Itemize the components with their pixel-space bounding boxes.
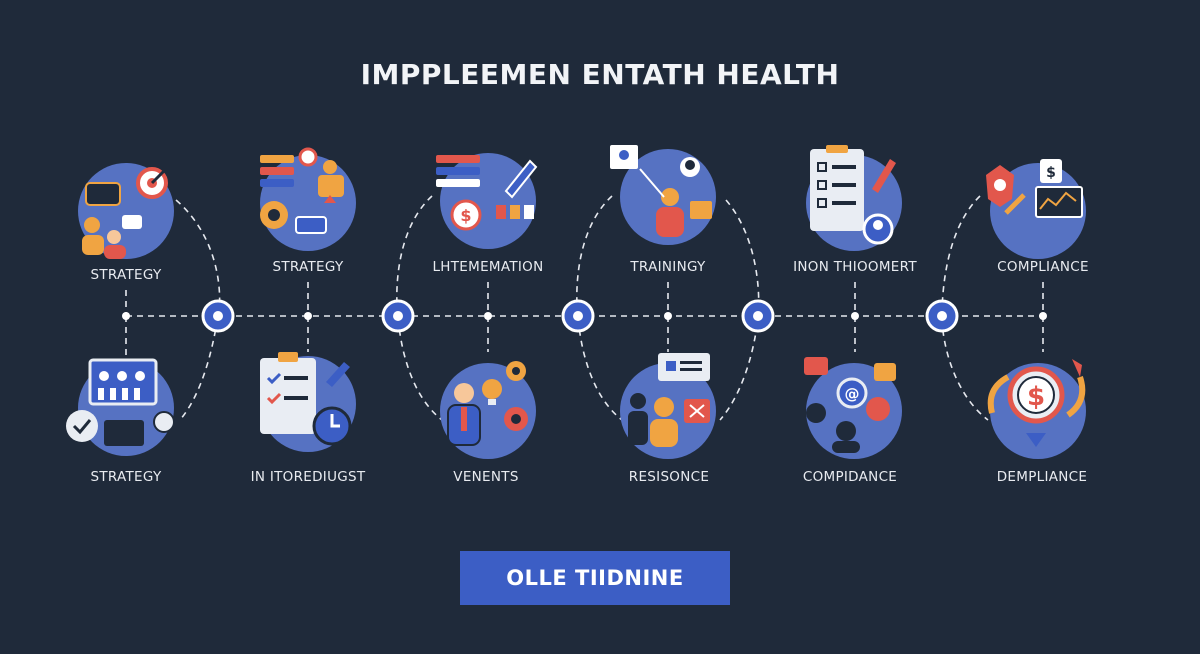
dashboard-gauge-icon — [66, 358, 175, 456]
network-contacts-icon: @ — [804, 357, 902, 459]
checklist-clock-icon — [260, 352, 356, 452]
training-presenter-icon — [610, 145, 716, 245]
compliance-dollar-icon: $ — [986, 159, 1086, 259]
page-title: IMPPLEEMEN ENTATH HEALTH — [360, 58, 840, 91]
bottom-step-2-label: IN ITOREDIUGST — [250, 469, 366, 485]
timeline-node-5 — [925, 299, 959, 333]
cta-button[interactable]: OLLE TIIDNINE — [460, 551, 730, 605]
top-step-3-label: LHTEMEMATION — [432, 259, 544, 275]
clipboard-checklist-icon — [806, 145, 902, 251]
strategy-target-icon — [78, 163, 174, 259]
timeline-node-2 — [381, 299, 415, 333]
bottom-step-6-label: DEMPLIANCE — [996, 469, 1088, 485]
map-gear-icon — [260, 147, 356, 251]
top-step-2-label: STRATEGY — [272, 259, 344, 275]
timeline-node-4 — [741, 299, 775, 333]
svg-text:$: $ — [460, 206, 471, 225]
svg-text:$: $ — [1027, 382, 1045, 412]
top-step-6-label: COMPLIANCE — [997, 259, 1089, 275]
leader-idea-icon — [440, 361, 536, 459]
svg-text:$: $ — [1046, 165, 1056, 181]
bottom-step-1-label: STRATEGY — [90, 469, 162, 485]
bottom-step-4-label: RESISONCE — [628, 469, 710, 485]
bottom-step-3-label: VENENTS — [453, 469, 519, 485]
timeline-node-3 — [561, 299, 595, 333]
top-step-4-label: TRAININGY — [630, 259, 706, 275]
finance-tools-icon: $ — [436, 153, 538, 249]
top-step-1-label: STRATEGY — [90, 267, 162, 283]
timeline-node-1 — [201, 299, 235, 333]
team-chat-icon — [620, 353, 716, 459]
dollar-cycle-icon: $ — [987, 359, 1086, 459]
svg-text:@: @ — [845, 385, 860, 403]
top-step-5-label: INON THIOOMERT — [793, 259, 917, 275]
bottom-step-5-label: COMPIDANCE — [802, 469, 898, 485]
